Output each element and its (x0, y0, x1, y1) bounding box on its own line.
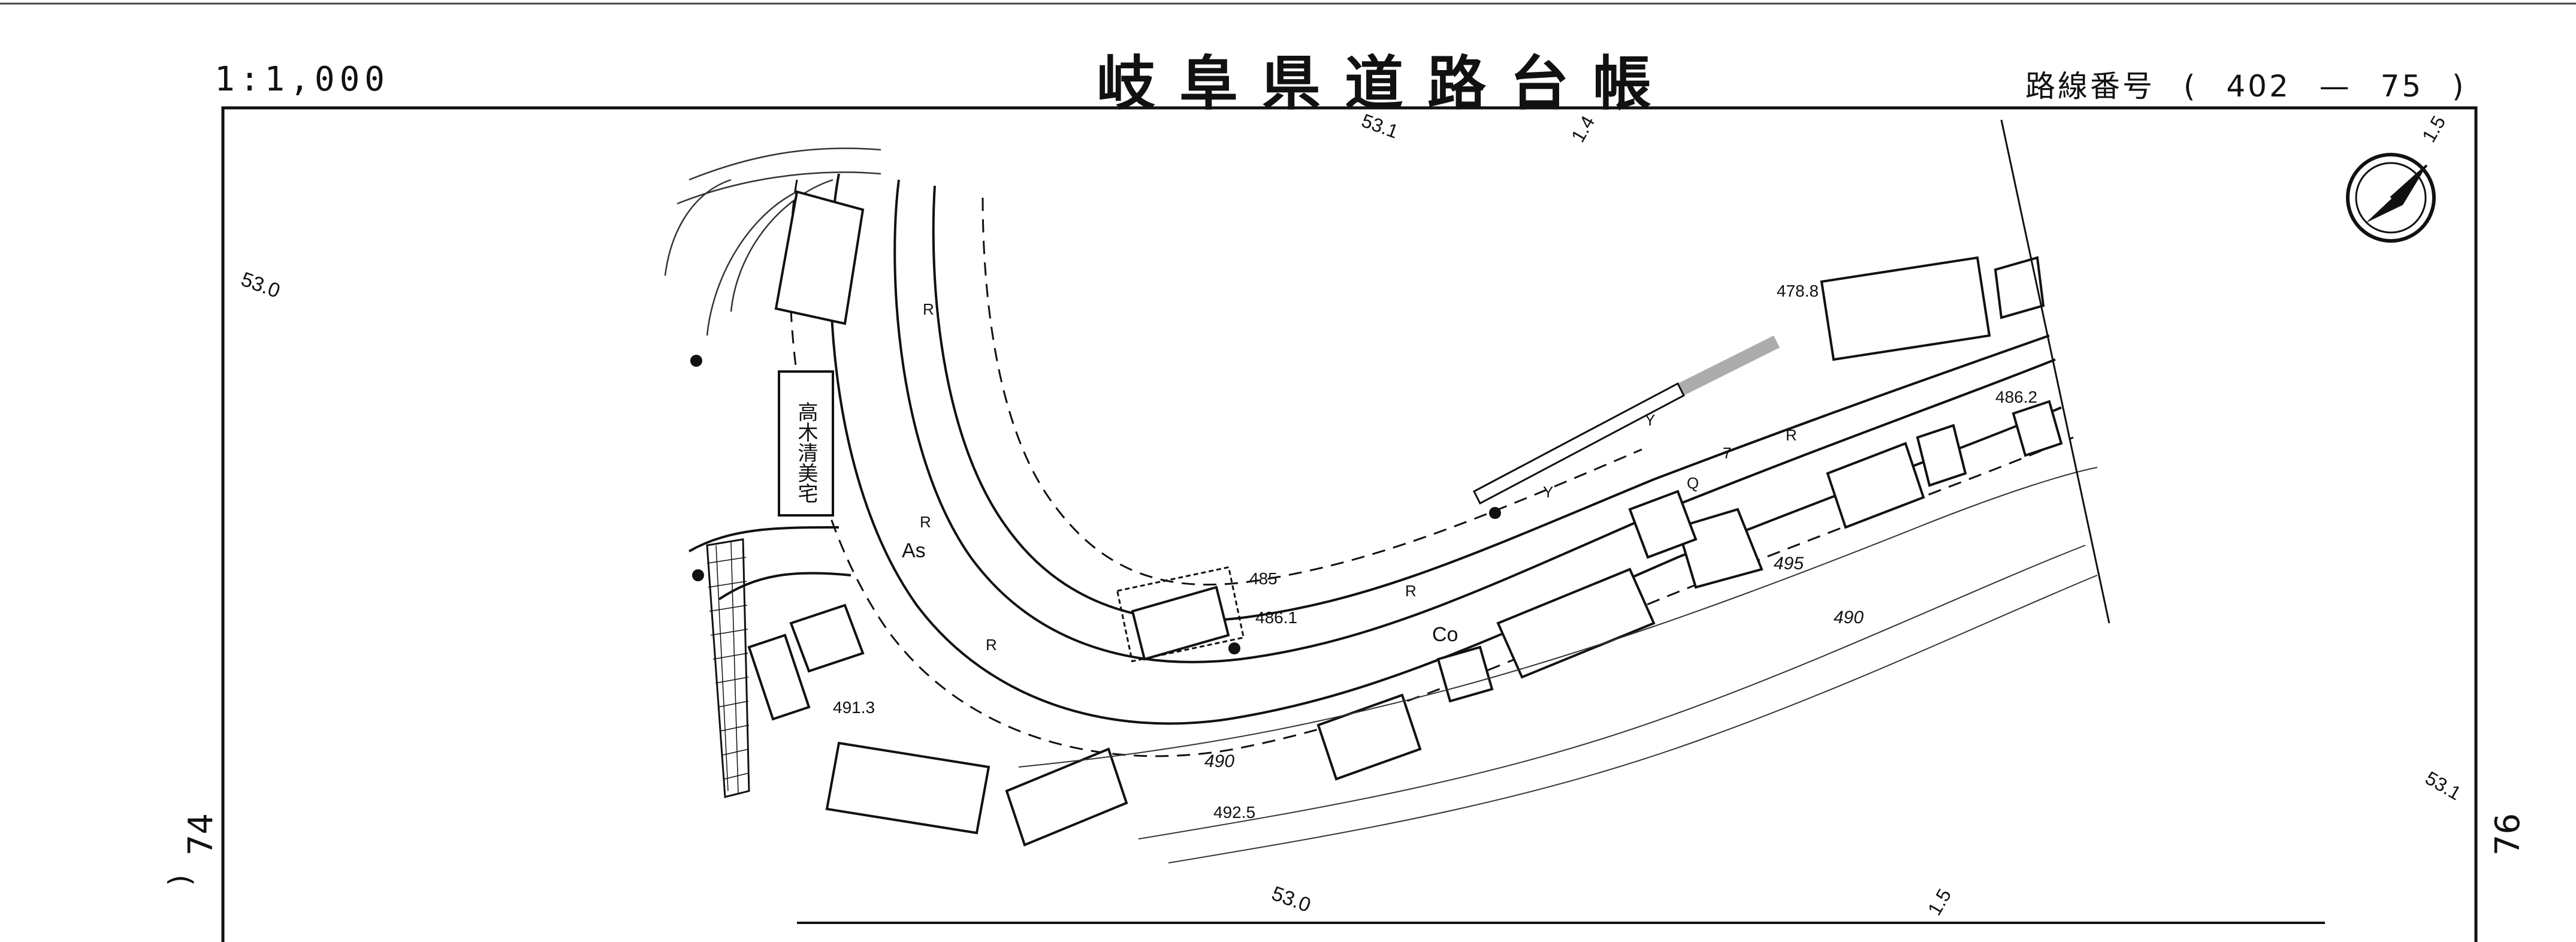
road-mark: Q (1687, 474, 1699, 492)
contour-label: 490 (1834, 608, 1864, 627)
building (1826, 442, 1925, 529)
grid-label: 1.5 (2418, 112, 2450, 146)
utility-poles (690, 355, 1501, 654)
scale-label: 1:1,000 (215, 60, 390, 99)
buildings (747, 190, 2063, 847)
building (1496, 567, 1656, 679)
utility-pole (1228, 642, 1240, 654)
building (774, 190, 865, 325)
elevation-label: 491.3 (833, 698, 875, 717)
elevation-label: 486.1 (1255, 608, 1297, 627)
route-dash: — (2319, 69, 2352, 104)
contour-lines-upper (664, 147, 881, 336)
route-number: 路線番号 ( 402 — 75 ) (2025, 62, 2483, 105)
surface-label: As (902, 539, 926, 562)
road-mark: R (1405, 582, 1417, 600)
road-mark: R (986, 636, 997, 654)
road-mark: Y (1645, 411, 1655, 429)
contour-label: 495 (1774, 554, 1804, 573)
map-frame (221, 106, 2478, 942)
elevation-label: 492.5 (1213, 803, 1255, 822)
residence-label: 高木清美宅 (795, 401, 818, 503)
building (1676, 508, 1763, 589)
elevation-label: 486.2 (1995, 388, 2037, 406)
road-mark: R (923, 300, 934, 318)
building (2012, 400, 2063, 457)
contour-label: 490 (1204, 751, 1234, 771)
road-mark: R (1786, 426, 1797, 444)
grid-label: 53.1 (1359, 110, 1402, 143)
building (1005, 747, 1128, 847)
utility-pole (692, 569, 704, 581)
building (1316, 693, 1422, 781)
road-outline (829, 173, 2062, 725)
route-main-number: 402 (2226, 69, 2291, 104)
building-wall-hatch (1116, 566, 1245, 663)
sheet-cut-line (2000, 119, 2110, 624)
building (1916, 424, 1967, 487)
elevation-label: 485 (1249, 569, 1278, 588)
contour-lines-lower (1018, 467, 2098, 864)
building (747, 633, 811, 721)
utility-pole (1489, 507, 1501, 519)
building (1628, 490, 1698, 559)
route-close: ) (2452, 69, 2466, 104)
road-mark: 7 (1723, 444, 1731, 462)
retaining-wall-left (706, 538, 750, 798)
building (789, 603, 865, 673)
route-open: ( (2183, 69, 2198, 104)
grid-label: 53.0 (1269, 882, 1313, 917)
utility-pole (690, 355, 702, 367)
building (1436, 645, 1494, 703)
building (1994, 256, 2045, 319)
building-walled (1131, 585, 1230, 661)
road-mark: Y (1543, 483, 1553, 501)
route-label: 路線番号 (2025, 69, 2155, 104)
north-arrow-icon (2346, 153, 2436, 243)
grid-label: 53.1 (2422, 767, 2465, 804)
route-sub-number: 75 (2380, 69, 2424, 104)
elevation-label: 478.8 (1777, 282, 1819, 300)
building (1820, 256, 1991, 361)
approach-road (688, 526, 851, 600)
grid-label: 1.5 (1923, 885, 1955, 919)
building-residence (778, 370, 834, 517)
grid-label: 53.0 (238, 268, 283, 303)
grid-label: 1.4 (1567, 112, 1599, 146)
building (825, 741, 990, 835)
retaining-wall-center (1473, 336, 1780, 505)
road-mark: R (920, 513, 931, 531)
surface-label: Co (1432, 623, 1458, 646)
